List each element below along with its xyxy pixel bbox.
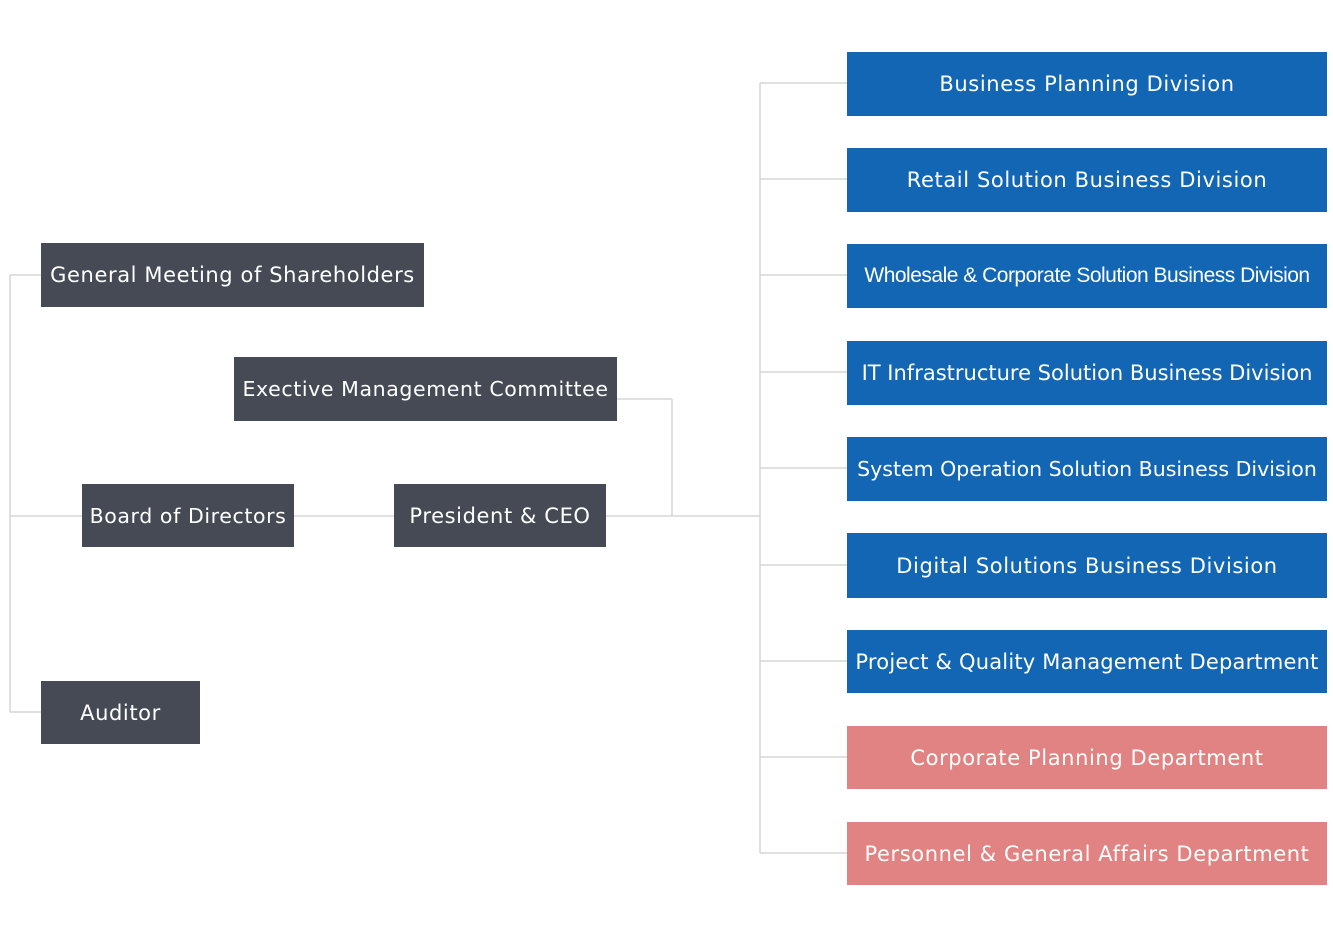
unit-box-project-quality: Project & Quality Management Department: [847, 630, 1327, 693]
unit-box-personnel-general-affairs: Personnel & General Affairs Department: [847, 822, 1327, 885]
unit-label: IT Infrastructure Solution Business Divi…: [861, 361, 1313, 385]
president-ceo-label: President & CEO: [409, 503, 591, 528]
unit-label: Wholesale & Corporate Solution Business …: [864, 264, 1310, 287]
unit-label: Project & Quality Management Department: [855, 649, 1319, 674]
unit-box-wholesale-corporate-solution: Wholesale & Corporate Solution Business …: [847, 244, 1327, 308]
unit-box-retail-solution: Retail Solution Business Division: [847, 148, 1327, 212]
shareholders-meeting-box: General Meeting of Shareholders: [41, 243, 424, 307]
executive-committee-box: Exective Management Committee: [234, 357, 617, 421]
unit-box-it-infrastructure: IT Infrastructure Solution Business Divi…: [847, 341, 1327, 405]
unit-box-business-planning: Business Planning Division: [847, 52, 1327, 116]
unit-label: Business Planning Division: [939, 72, 1235, 96]
unit-box-system-operation: System Operation Solution Business Divis…: [847, 437, 1327, 501]
executive-committee-label: Exective Management Committee: [242, 377, 609, 401]
unit-box-corporate-planning: Corporate Planning Department: [847, 726, 1327, 789]
board-of-directors-label: Board of Directors: [89, 503, 287, 528]
president-ceo-box: President & CEO: [394, 484, 606, 547]
unit-box-digital-solutions: Digital Solutions Business Division: [847, 533, 1327, 598]
auditor-label: Auditor: [80, 700, 161, 725]
board-of-directors-box: Board of Directors: [82, 484, 294, 547]
unit-label: Personnel & General Affairs Department: [864, 841, 1310, 866]
unit-label: Corporate Planning Department: [910, 745, 1264, 770]
unit-label: Retail Solution Business Division: [906, 168, 1268, 192]
unit-label: System Operation Solution Business Divis…: [857, 457, 1317, 481]
unit-label: Digital Solutions Business Division: [896, 553, 1278, 578]
auditor-box: Auditor: [41, 681, 200, 744]
shareholders-meeting-label: General Meeting of Shareholders: [50, 263, 415, 287]
